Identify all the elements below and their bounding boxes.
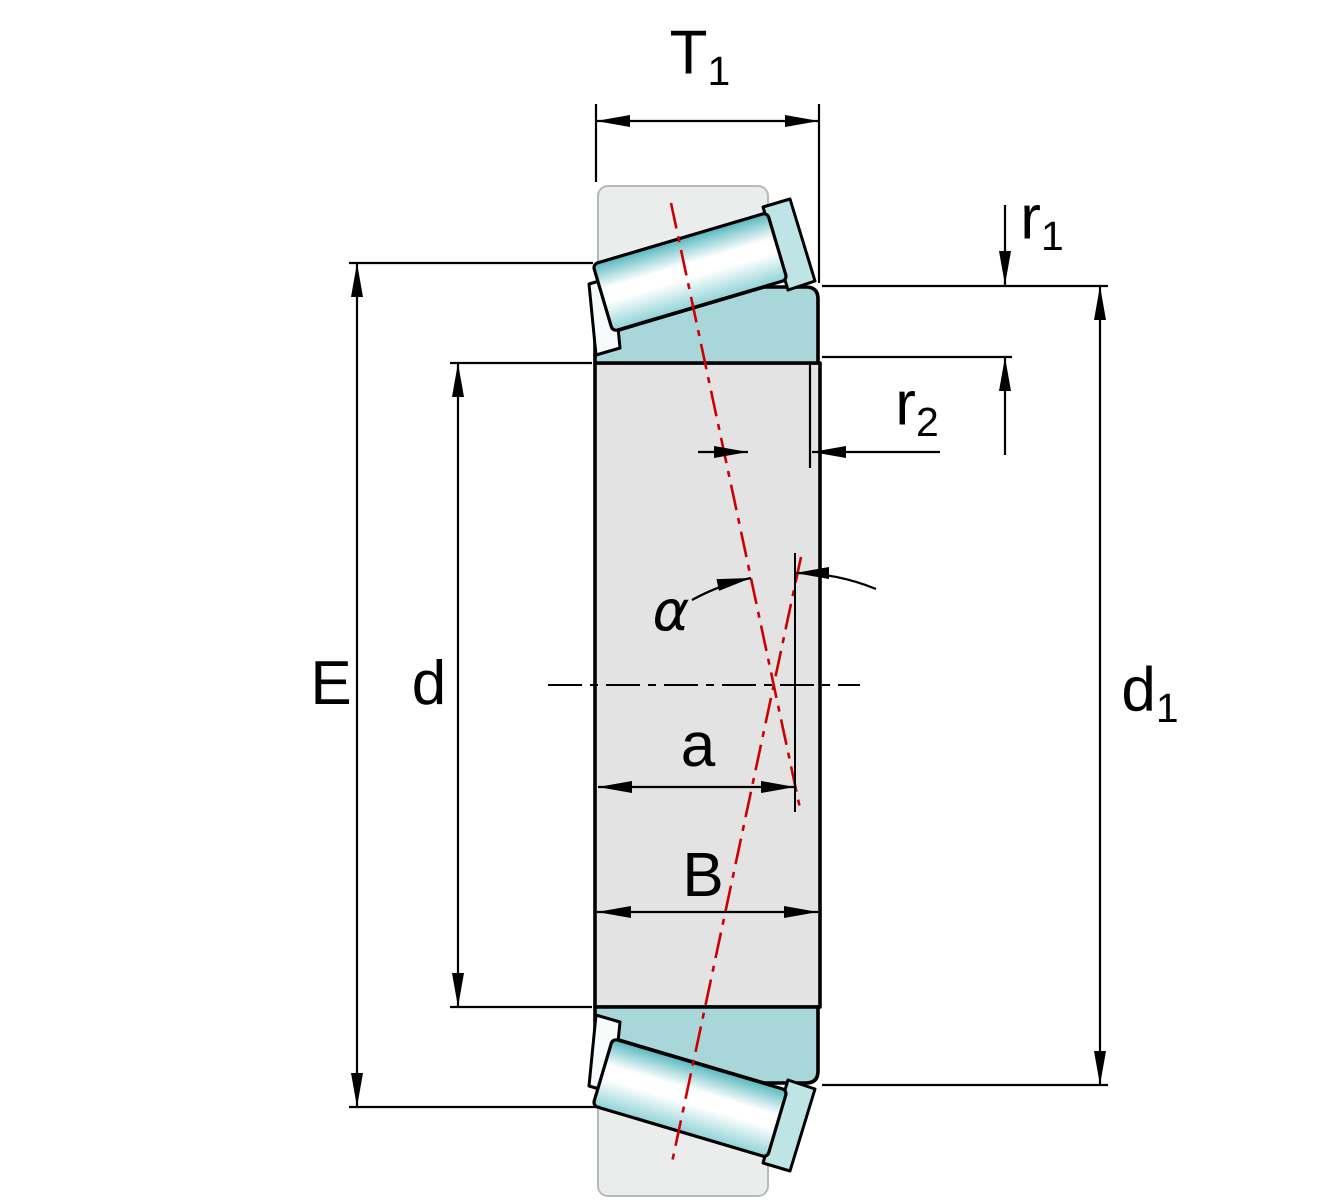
label-d1: d1 — [1121, 659, 1178, 728]
label-r2: r2 — [895, 373, 938, 442]
dimension-e — [349, 261, 600, 1109]
label-t1-base: T — [669, 18, 708, 88]
label-r1-base: r — [1020, 183, 1041, 253]
label-b: B — [682, 845, 723, 907]
dimension-t1 — [594, 104, 821, 283]
dimension-annotations — [349, 104, 1108, 1109]
tapered-roller-top — [592, 212, 788, 332]
label-e-base: E — [310, 649, 352, 718]
pressure-lines — [669, 202, 803, 1168]
label-b-base: B — [682, 841, 724, 910]
dimension-r1 — [822, 205, 1108, 455]
label-d1-base: d — [1121, 655, 1156, 725]
roller-top-group — [592, 212, 788, 332]
reference-lines — [548, 553, 860, 812]
label-e: E — [310, 653, 351, 715]
label-t1: T1 — [670, 22, 731, 91]
label-d-base: d — [411, 649, 447, 718]
label-r1-sub: 1 — [1040, 212, 1064, 259]
tapered-roller-bottom — [592, 1038, 788, 1158]
dimension-alpha — [691, 566, 877, 601]
label-d1-sub: 1 — [1155, 684, 1179, 731]
label-alpha: α — [653, 584, 690, 640]
alpha-arc-right — [794, 566, 877, 591]
label-r1: r1 — [1020, 187, 1063, 256]
dimension-r2 — [698, 365, 940, 468]
label-r2-sub: 2 — [915, 398, 939, 445]
dimension-d1 — [822, 286, 1108, 1087]
label-a: a — [681, 715, 715, 777]
roller-bottom-group — [592, 1038, 788, 1158]
bearing-parts — [587, 185, 822, 1197]
outer-ring-bottom — [593, 1005, 820, 1085]
label-r2-base: r — [895, 369, 916, 439]
label-d: d — [412, 653, 446, 715]
dimension-d — [450, 361, 592, 1009]
alpha-arc-left — [691, 576, 752, 601]
label-alpha-base: α — [652, 579, 690, 644]
label-t1-sub: 1 — [707, 47, 731, 94]
pressure-line-top — [669, 202, 803, 814]
pressure-line-bottom — [669, 556, 803, 1168]
outer-ring-top — [593, 285, 820, 365]
label-a-base: a — [680, 711, 716, 780]
